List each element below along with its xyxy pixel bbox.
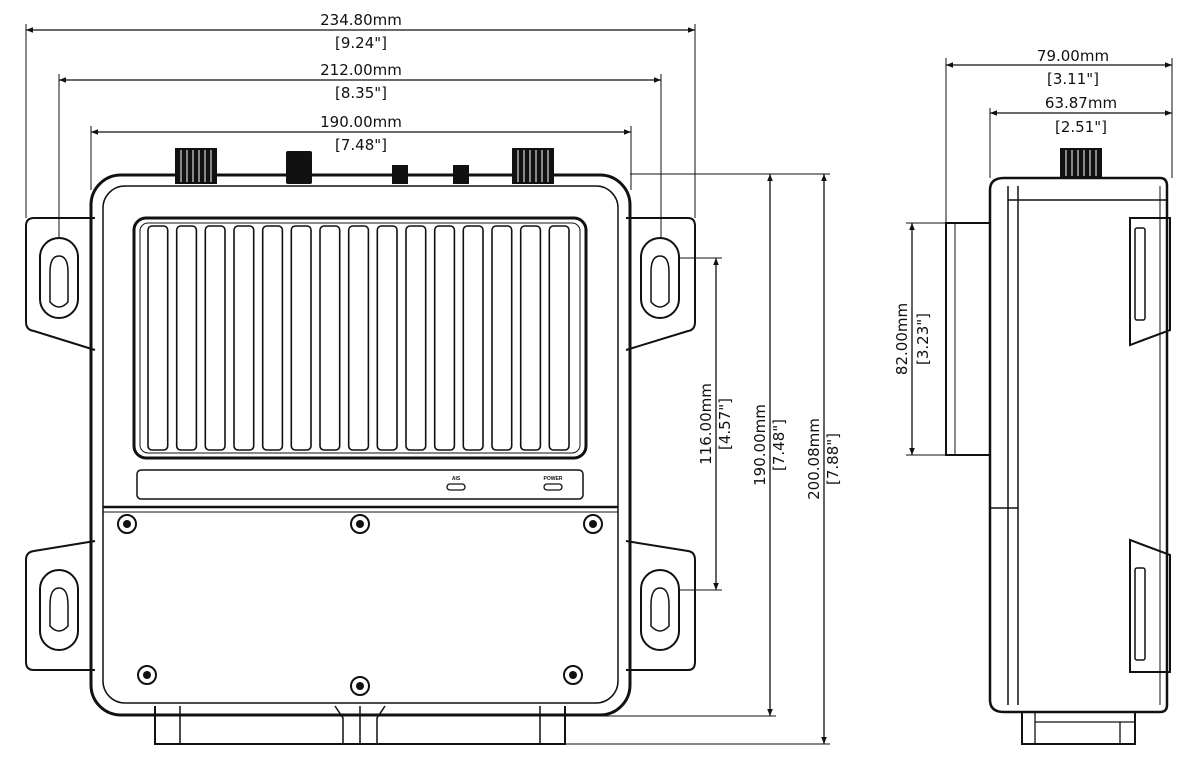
side-antenna-connector — [1060, 148, 1102, 178]
dim-width-mounting-holes: 212.00mm [8.35"] — [59, 61, 661, 102]
led-power — [543, 483, 563, 491]
heatsink-fin — [175, 225, 198, 451]
top-connectors — [175, 148, 554, 184]
svg-text:190.00mm: 190.00mm — [751, 404, 769, 486]
bottom-connector-block — [154, 705, 566, 745]
svg-text:63.87mm: 63.87mm — [1045, 94, 1117, 112]
side-housing — [988, 176, 1169, 714]
svg-text:[3.23"]: [3.23"] — [914, 313, 932, 365]
screw — [137, 665, 157, 685]
heatsink-fin — [347, 225, 370, 451]
svg-text:[4.57"]: [4.57"] — [716, 398, 734, 450]
antenna-connector-right — [512, 148, 554, 184]
heatsink-fins — [147, 225, 570, 451]
svg-text:[9.24"]: [9.24"] — [335, 34, 387, 52]
dim-height-body: 190.00mm [7.48"] — [751, 174, 788, 716]
svg-text:79.00mm: 79.00mm — [1037, 47, 1109, 65]
svg-text:190.00mm: 190.00mm — [320, 113, 402, 131]
svg-text:[3.11"]: [3.11"] — [1047, 70, 1099, 88]
dim-depth-overall: 79.00mm [3.11"] — [946, 47, 1172, 88]
heatsink-fin — [290, 225, 312, 451]
small-connector-left — [392, 165, 408, 184]
heatsink — [132, 216, 588, 460]
svg-text:[7.48"]: [7.48"] — [770, 419, 788, 471]
heatsink-fin — [405, 225, 427, 451]
heatsink-fin — [433, 225, 456, 451]
heatsink-fin — [319, 225, 341, 451]
screw — [563, 665, 583, 685]
svg-text:[7.48"]: [7.48"] — [335, 136, 387, 154]
side-dimensions: 79.00mm [3.11"] 63.87mm [2.51"] 82.00mm … — [893, 47, 1173, 456]
mounting-flange-top-left — [25, 217, 96, 351]
screw — [583, 514, 603, 534]
heatsink-fin — [491, 225, 513, 451]
front-view: AIS POWER — [25, 148, 696, 745]
side-flange-top — [1129, 217, 1171, 347]
led-ais — [446, 483, 466, 491]
dim-width-overall: 234.80mm [9.24"] — [26, 11, 695, 52]
dim-height-overall: 200.08mm [7.88"] — [805, 174, 842, 744]
side-flange-bottom — [1129, 538, 1171, 673]
led-panel: AIS POWER — [136, 469, 584, 500]
heatsink-fin — [548, 225, 570, 451]
svg-text:[2.51"]: [2.51"] — [1055, 118, 1107, 136]
screw — [350, 676, 370, 696]
side-heatsink — [945, 222, 991, 456]
connector-center — [286, 151, 312, 184]
dim-width-body: 190.00mm [7.48"] — [91, 113, 631, 154]
housing-face — [102, 185, 619, 704]
mounting-flange-bottom-left — [25, 540, 96, 671]
svg-text:234.80mm: 234.80mm — [320, 11, 402, 29]
housing-outline — [89, 173, 632, 717]
antenna-connector-left — [175, 148, 217, 184]
side-view — [945, 148, 1171, 745]
heatsink-fin — [519, 225, 542, 451]
screw — [117, 514, 137, 534]
mounting-flange-top-right — [625, 217, 696, 351]
dim-heatsink-height: 82.00mm [3.23"] — [893, 223, 932, 455]
mounting-flange-bottom-right — [625, 540, 696, 671]
svg-text:[8.35"]: [8.35"] — [335, 84, 387, 102]
dim-depth-body: 63.87mm [2.51"] — [990, 94, 1172, 136]
dim-height-mounting-holes: 116.00mm [4.57"] — [697, 258, 734, 590]
heatsink-fin — [462, 225, 484, 451]
heatsink-fin — [233, 225, 255, 451]
heatsink-fin — [261, 225, 284, 451]
front-dimensions: 234.80mm [9.24"] 212.00mm [8.35"] 190.00… — [25, 11, 842, 745]
side-bottom-connector — [1021, 712, 1136, 745]
svg-text:82.00mm: 82.00mm — [893, 303, 911, 375]
heatsink-fin — [376, 225, 398, 451]
led-label-ais: AIS — [452, 476, 461, 482]
svg-text:116.00mm: 116.00mm — [697, 383, 715, 465]
svg-text:200.08mm: 200.08mm — [805, 418, 823, 500]
screw — [350, 514, 370, 534]
small-connector-right — [453, 165, 469, 184]
svg-text:[7.88"]: [7.88"] — [824, 433, 842, 485]
led-label-power: POWER — [544, 476, 563, 482]
panel-screws — [117, 514, 603, 696]
heatsink-fin — [204, 225, 226, 451]
svg-text:212.00mm: 212.00mm — [320, 61, 402, 79]
heatsink-fin — [147, 225, 169, 451]
